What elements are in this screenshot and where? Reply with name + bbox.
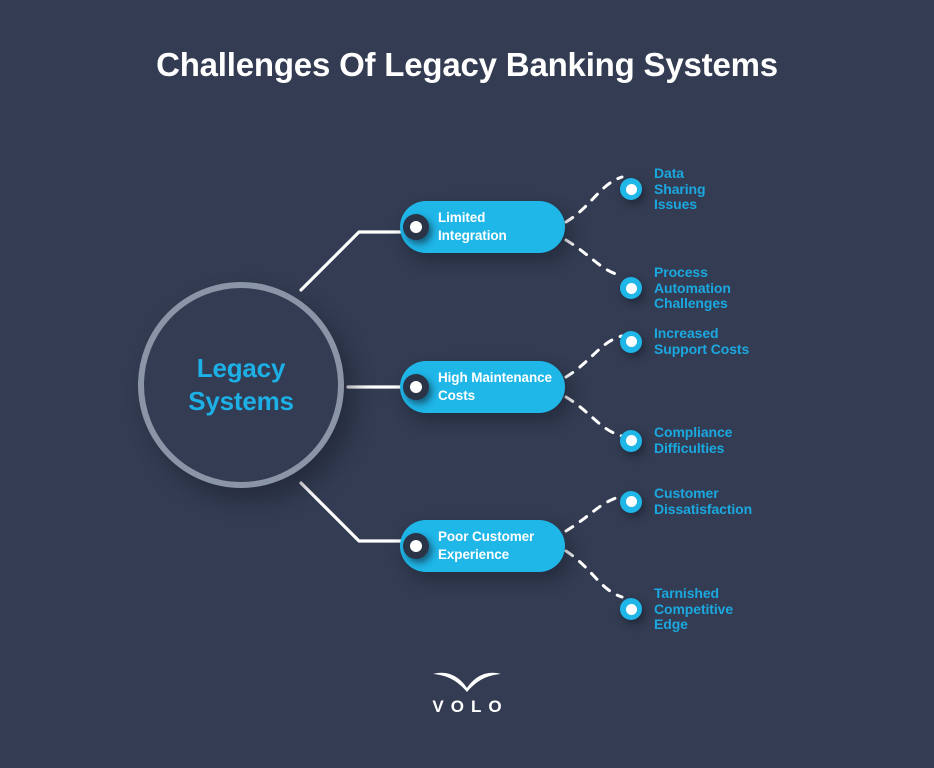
- connector-hub-branch-1: [299, 230, 404, 292]
- connector-branch-2-leaf-2: [564, 395, 624, 438]
- branch-node-high-maintenance-costs[interactable]: High Maintenance Costs: [400, 361, 565, 413]
- leaf-label: Increased Support Costs: [654, 325, 750, 357]
- leaf-dot-icon: [620, 178, 642, 201]
- leaf-label: Customer Dissatisfaction: [654, 485, 753, 517]
- page-title: Challenges Of Legacy Banking Systems: [156, 46, 778, 83]
- branch-label: High Maintenance Costs: [438, 370, 552, 403]
- leaf-node-data-sharing-issues[interactable]: Data Sharing Issues: [620, 165, 706, 213]
- connector-hub-branch-3: [299, 481, 404, 543]
- connector-branch-3-leaf-2: [564, 549, 624, 599]
- leaf-dot-icon: [620, 277, 642, 300]
- connector-branch-3-leaf-1: [564, 494, 624, 533]
- branch-label: Limited Integration: [438, 210, 507, 243]
- bird-swoosh-icon: [433, 672, 501, 692]
- logo-wordmark: VOLO: [432, 697, 509, 716]
- leaf-label: Process Automation Challenges: [654, 264, 731, 311]
- leaf-dot-icon: [620, 330, 642, 353]
- connector-branch-2-leaf-1: [564, 334, 624, 379]
- leaf-label: Data Sharing Issues: [654, 165, 706, 212]
- branch-node-poor-customer-experience[interactable]: Poor Customer Experience: [400, 520, 565, 572]
- leaf-label: Tarnished Competitive Edge: [654, 585, 734, 632]
- footer-logo: VOLO: [0, 668, 934, 717]
- leaf-node-customer-dissatisfaction[interactable]: Customer Dissatisfaction: [620, 485, 753, 517]
- leaf-node-tarnished-competitive-edge[interactable]: Tarnished Competitive Edge: [620, 585, 734, 633]
- leaf-dot-icon: [620, 490, 642, 513]
- leaf-label: Compliance Difficulties: [654, 424, 733, 456]
- leaf-dot-icon: [620, 598, 642, 621]
- branch-marker-icon: [403, 374, 429, 400]
- connector-branch-1-leaf-2: [564, 238, 624, 278]
- leaf-node-process-automation-challenges[interactable]: Process Automation Challenges: [620, 264, 731, 312]
- leaf-node-compliance-difficulties[interactable]: Compliance Difficulties: [620, 424, 733, 456]
- hub-label-line2: Systems: [188, 386, 294, 416]
- hub-label-line1: Legacy: [196, 353, 286, 383]
- branch-node-limited-integration[interactable]: Limited Integration: [400, 201, 565, 253]
- leaf-dot-icon: [620, 429, 642, 452]
- branch-marker-icon: [403, 214, 429, 240]
- branch-marker-icon: [403, 533, 429, 559]
- hub-node[interactable]: Legacy Systems: [138, 282, 344, 488]
- branch-label: Poor Customer Experience: [438, 529, 535, 562]
- connector-branch-1-leaf-1: [564, 175, 624, 224]
- hub-label: Legacy Systems: [188, 352, 294, 418]
- leaf-node-increased-support-costs[interactable]: Increased Support Costs: [620, 325, 750, 357]
